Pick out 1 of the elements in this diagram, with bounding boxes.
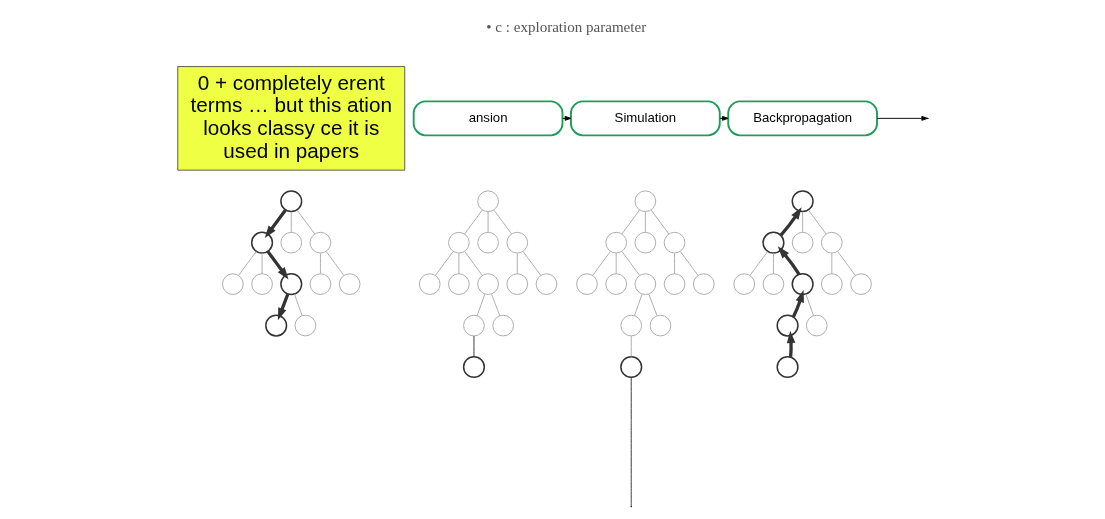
label: • c : exploration parameter <box>485 19 646 36</box>
